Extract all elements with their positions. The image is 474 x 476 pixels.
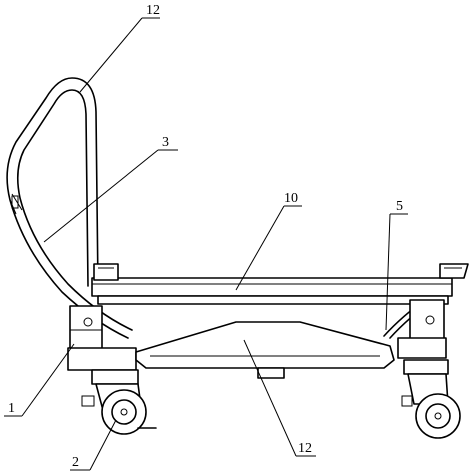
callout-6: 12	[146, 3, 160, 18]
left-caster	[81, 369, 157, 435]
leader-lines	[4, 17, 408, 471]
right-caster	[401, 359, 461, 439]
platform-deck	[91, 263, 469, 305]
callout-1: 1	[8, 401, 15, 416]
left-housing	[67, 305, 137, 371]
callout-5: 5	[396, 199, 403, 214]
callout-10: 10	[284, 191, 298, 206]
callout-2: 2	[72, 455, 79, 470]
callout-3: 3	[162, 135, 169, 150]
right-housing	[397, 299, 447, 359]
base-body	[135, 321, 395, 379]
handle-frame	[6, 77, 133, 339]
callout-12: 12	[298, 441, 312, 456]
